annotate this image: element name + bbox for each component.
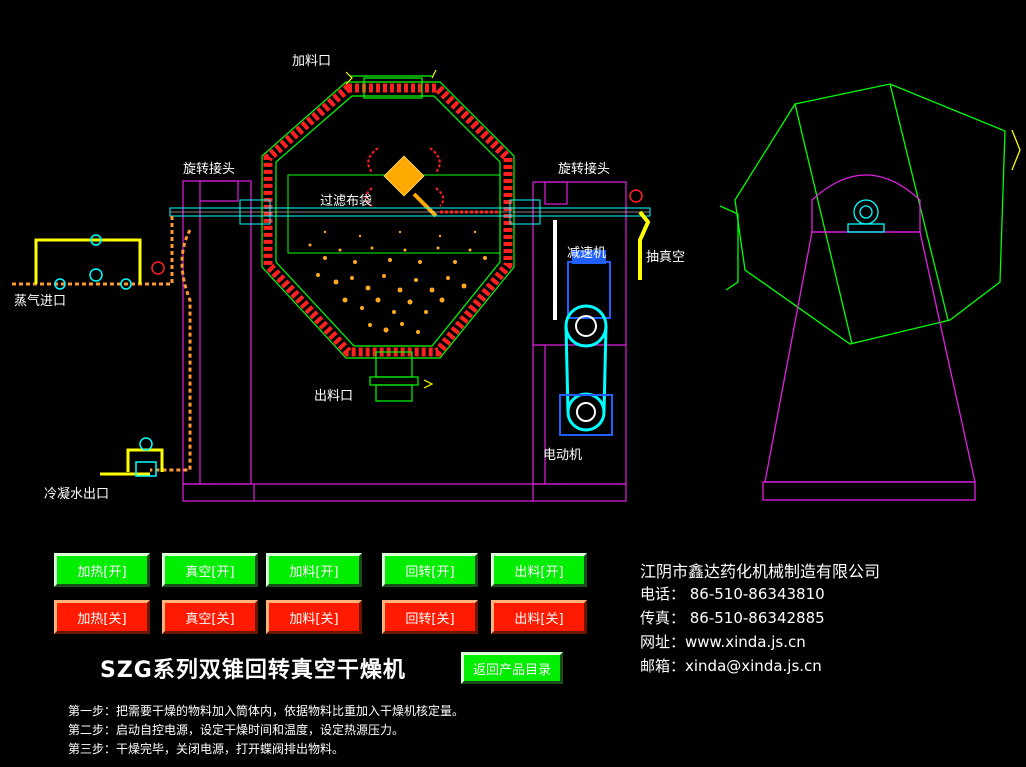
discharge-off-button[interactable]: 出料[关] [491, 600, 587, 634]
rotate-off-button[interactable]: 回转[关] [382, 600, 478, 634]
drive-belt [564, 304, 608, 432]
rotary-shaft [169, 199, 651, 225]
reducer-label: 减速机 [567, 246, 607, 261]
motor-label: 电动机 [543, 448, 583, 463]
steam-inlet-label: 蒸气进口 [14, 294, 67, 309]
feed-port-label: 加料口 [292, 54, 332, 69]
left-support-frame [182, 180, 252, 485]
side-view [719, 83, 1021, 501]
vessel-inner-outline [275, 95, 501, 347]
discharge-port-label: 出料口 [314, 389, 354, 404]
steam-piping [12, 214, 174, 290]
feed-port [345, 69, 437, 99]
reducer [553, 220, 611, 320]
product-title: SZG系列双锥回转真空干燥机 [100, 658, 406, 683]
condensate-piping [100, 229, 192, 477]
jacket-outer-outline [261, 81, 515, 359]
discharge-on-button[interactable]: 出料[开] [491, 553, 587, 587]
heating-jacket [263, 83, 513, 357]
heat-on-button[interactable]: 加热[开] [54, 553, 150, 587]
step-1: 第一步：把需要干燥的物料加入筒体内，依据物料比重加入干燥机核定量。 [68, 704, 465, 718]
base-frame [182, 483, 627, 502]
company-phone: 电话： 86-510-86343810 [640, 585, 825, 603]
feed-on-button[interactable]: 加料[开] [266, 553, 362, 587]
discharge-port [369, 351, 434, 402]
rotate-on-button[interactable]: 回转[开] [382, 553, 478, 587]
material-particles [308, 230, 487, 334]
filter-bag [365, 147, 445, 218]
rotary-joint-left-label: 旋转接头 [183, 162, 236, 177]
feed-off-button[interactable]: 加料[关] [266, 600, 362, 634]
back-to-catalog-button[interactable]: 返回产品目录 [461, 652, 563, 684]
vacuum-line [629, 189, 651, 280]
rotary-joint-right-label: 旋转接头 [558, 162, 611, 177]
inner-cylinder [287, 174, 501, 254]
motor [559, 394, 613, 436]
company-email: 邮箱：xinda@xinda.js.cn [640, 657, 822, 675]
heat-off-button[interactable]: 加热[关] [54, 600, 150, 634]
company-name: 江阴市鑫达药化机械制造有限公司 [640, 562, 881, 581]
filter-bag-label: 过滤布袋 [320, 194, 373, 209]
vacuum-off-button[interactable]: 真空[关] [162, 600, 258, 634]
company-fax: 传真： 86-510-86342885 [640, 609, 825, 627]
step-2: 第二步：启动自控电源，设定干燥时间和温度，设定热源压力。 [68, 723, 405, 737]
vacuum-on-button[interactable]: 真空[开] [162, 553, 258, 587]
condensate-outlet-label: 冷凝水出口 [44, 487, 110, 502]
company-website: 网址：www.xinda.js.cn [640, 633, 806, 651]
step-3: 第三步：干燥完毕，关闭电源，打开蝶阀排出物料。 [68, 742, 345, 756]
vacuum-label: 抽真空 [646, 250, 686, 265]
